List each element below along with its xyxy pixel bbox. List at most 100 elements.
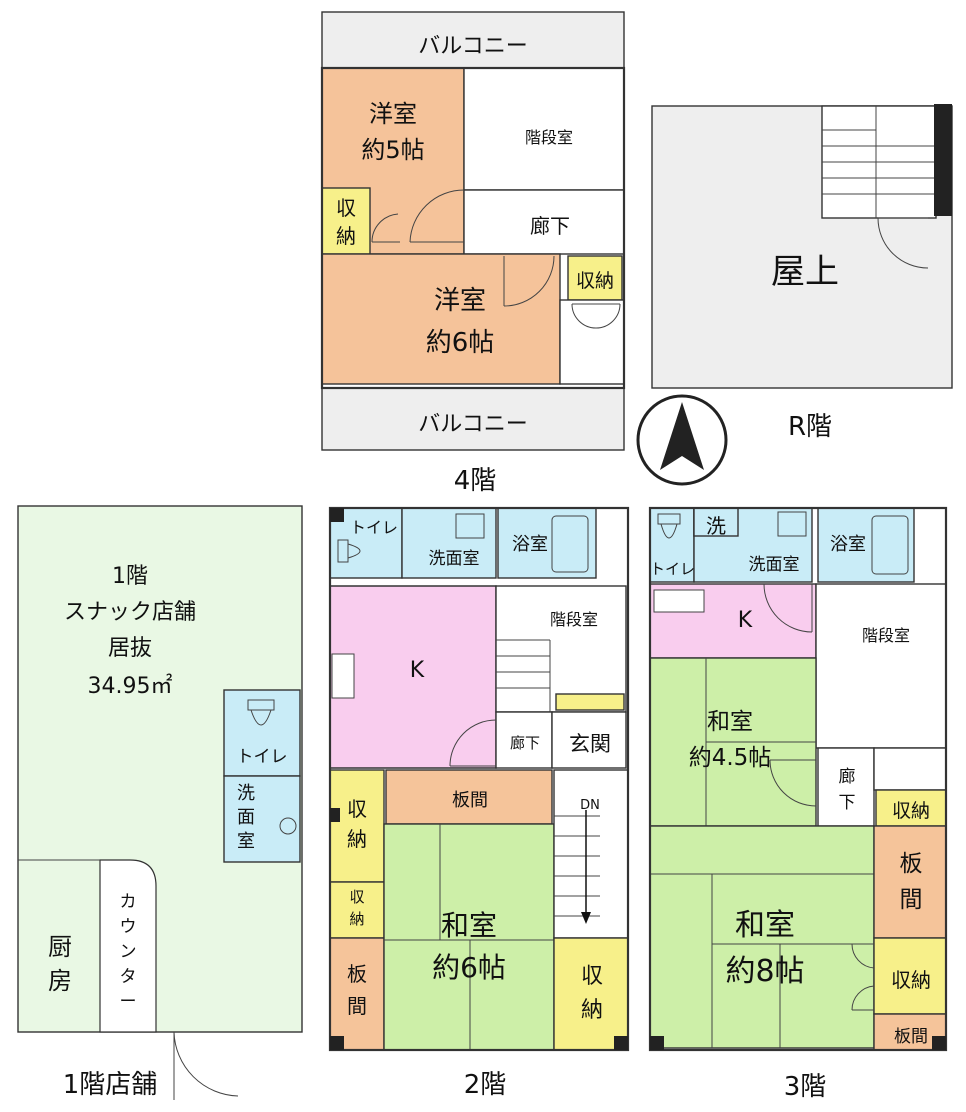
balcony-bottom-label: バルコニー [418,412,528,437]
japanese-room-3f-large-name: 和室 [735,908,795,943]
roof-plan [651,104,953,389]
stair-room-3f [815,583,947,749]
storage-right-2f-label: 収 納 [580,964,603,1023]
toilet-1f-label: トイレ [236,747,288,767]
bathtub-icon [551,515,589,573]
storage-mid-3f [873,937,947,1015]
counter-1f-label: カ ウ ン タ ー [119,892,137,1012]
bath-2f [497,507,597,579]
stair-room-4f-label: 階段室 [524,128,573,147]
floor-4-plan [320,11,626,451]
stair-room-3f-label: 階段室 [861,626,910,645]
japanese-room-3f-large-size: 約8帖 [725,954,805,989]
storage-top-3f-label: 収納 [891,800,930,822]
rooftop-label: 屋上 [771,252,839,292]
western-room-small-name: 洋室 [369,100,417,128]
shop-label-line1: 1階 [112,564,148,589]
stove-icon [653,589,705,613]
toilet-3f [649,507,695,583]
storage-a-2f-label: 収 納 [347,797,367,851]
kitchen-1f-label: 厨 房 [48,933,72,995]
kitchen-2f-label: K [409,658,425,683]
floor-3-title: 3階 [783,1072,827,1102]
board-floor-left [329,937,385,1051]
storage-left-4f-label: 収 納 [336,196,356,248]
western-room-small-size: 約5帖 [361,136,425,164]
stairs-icon [496,639,551,712]
laundry-3f-label: 洗 [706,514,726,538]
toilet-1f [223,689,301,777]
washroom-1f [223,775,301,863]
japanese-room-3f-large [649,825,875,1049]
shop-area-value: 34.95㎡ [87,674,173,699]
storage-right-2f [553,937,629,1051]
floor-1-plan [17,505,303,1100]
washroom-3f-label: 洗面室 [748,555,800,575]
door-swing-icon [503,255,555,307]
toilet-2f-label: トイレ [349,518,398,537]
bathtub-icon [871,515,909,575]
counter-1f [99,859,157,1033]
bath-2f-label: 浴室 [512,534,548,555]
north-arrow-icon [636,394,728,486]
sink-icon [279,817,297,835]
toilet-3f-label: トイレ [650,560,696,578]
door-swing-icon [371,213,400,243]
japanese-room-3f-small-name: 和室 [707,709,753,735]
wall-post [934,104,952,216]
sink-icon [455,513,485,539]
western-room-large-size: 約6帖 [425,328,495,358]
hallway-3f-label: 廊 下 [838,767,856,813]
japanese-room-3f-small-size: 約4.5帖 [688,745,772,771]
washroom-2f [401,507,497,579]
hallway-2f-label: 廊下 [509,734,540,752]
storage-mid-3f-label: 収納 [891,968,931,992]
hallway-4f-label: 廊下 [530,214,570,238]
door-swing-icon [449,719,497,767]
storage-right-4f-label: 収納 [575,270,614,292]
balcony-bottom [321,387,625,451]
balcony-top [321,11,625,69]
door-swing-icon [173,1031,239,1100]
floor-1-title: 1階店舗 [62,1070,158,1100]
door-swing-icon [763,583,813,633]
door-swing-icon [571,303,621,329]
bath-3f-label: 浴室 [830,534,866,555]
washroom-2f-label: 洗面室 [428,549,480,569]
closet-right-4f [559,299,625,385]
japanese-room-2f [383,823,555,1051]
western-room-large-name: 洋室 [433,286,486,316]
door-swing-icon [769,759,817,807]
sink-icon [777,511,807,537]
floor-2-title: 2階 [463,1070,507,1100]
board-bottom-3f-label: 板間 [894,1027,928,1047]
balcony-top-label: バルコニー [418,34,528,59]
door-swing-icon [851,943,875,1011]
door-swing-icon [409,189,465,243]
japanese-room-2f-name: 和室 [440,909,497,942]
toilet-icon [247,699,275,726]
stair-room-2f-label: 階段室 [549,610,598,629]
western-room-large [321,253,561,385]
shop-label-line2: スナック店舗 [63,600,196,625]
floor-3-plan [648,506,948,1052]
stove-icon [331,653,355,699]
toilet-icon [657,513,681,539]
floor-2-plan [328,506,630,1052]
board-right-3f-label: 板 間 [899,851,923,913]
kitchen-3f-label: K [737,608,753,633]
board-floor-top-label: 板間 [452,790,488,811]
roof-floor-title: R階 [787,412,833,442]
stairs-icon [554,815,600,917]
stairs-icon [822,106,934,218]
storage-b-2f [329,881,385,939]
door-swing-icon [877,217,929,269]
board-right-3f [873,825,947,939]
japanese-room-2f-size: 約6帖 [432,951,506,984]
storage-b-2f-label: 収 納 [349,888,365,928]
hallway-2f [495,711,553,769]
board-floor-left-label: 板 間 [347,962,367,1018]
stair-room-4f [463,67,625,191]
toilet-icon [337,539,361,563]
